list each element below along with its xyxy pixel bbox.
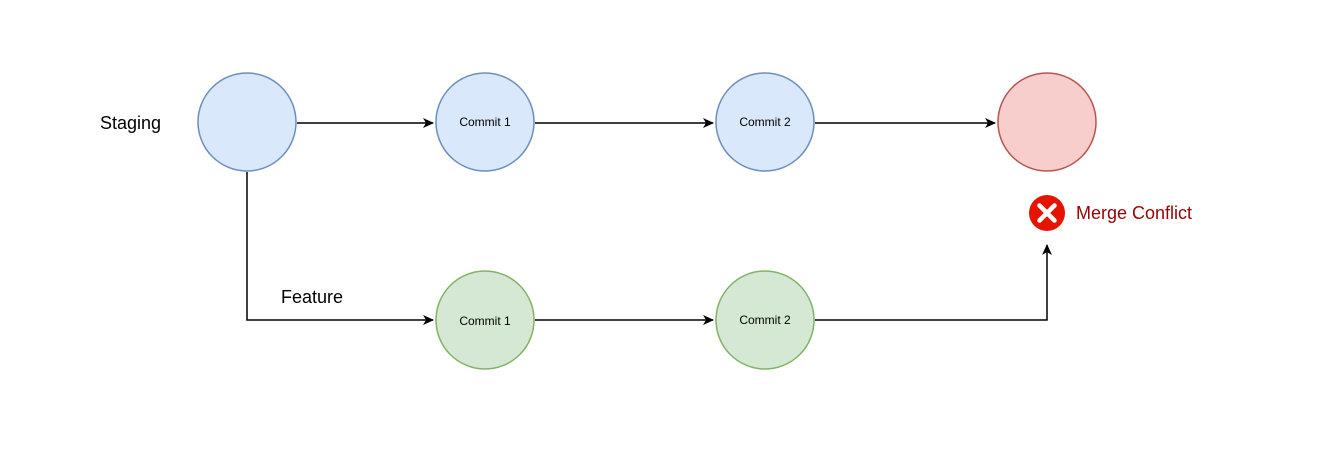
feature-commit2-label: Commit 2 bbox=[739, 313, 791, 327]
error-x-icon bbox=[1029, 195, 1065, 231]
edge-feature-commit2-to-conflict bbox=[815, 244, 1052, 321]
staging-base-node bbox=[197, 72, 297, 172]
feature-commit1-node bbox=[435, 270, 535, 370]
merge-conflict-label: Merge Conflict bbox=[1076, 203, 1192, 223]
staging-commit2-node bbox=[715, 72, 815, 172]
staging-commit1-label: Commit 1 bbox=[459, 115, 511, 129]
edge-branch-off-to-feature-commit1 bbox=[246, 172, 434, 325]
staging-commit2-label: Commit 2 bbox=[739, 115, 791, 129]
lane-label-feature: Feature bbox=[281, 287, 343, 307]
lane-label-staging: Staging bbox=[100, 113, 161, 133]
staging-commit1-node bbox=[435, 72, 535, 172]
edges bbox=[246, 118, 1052, 325]
feature-commit1-label: Commit 1 bbox=[459, 314, 511, 328]
feature-commit2-node bbox=[715, 270, 815, 370]
merge-target-node bbox=[997, 72, 1097, 172]
